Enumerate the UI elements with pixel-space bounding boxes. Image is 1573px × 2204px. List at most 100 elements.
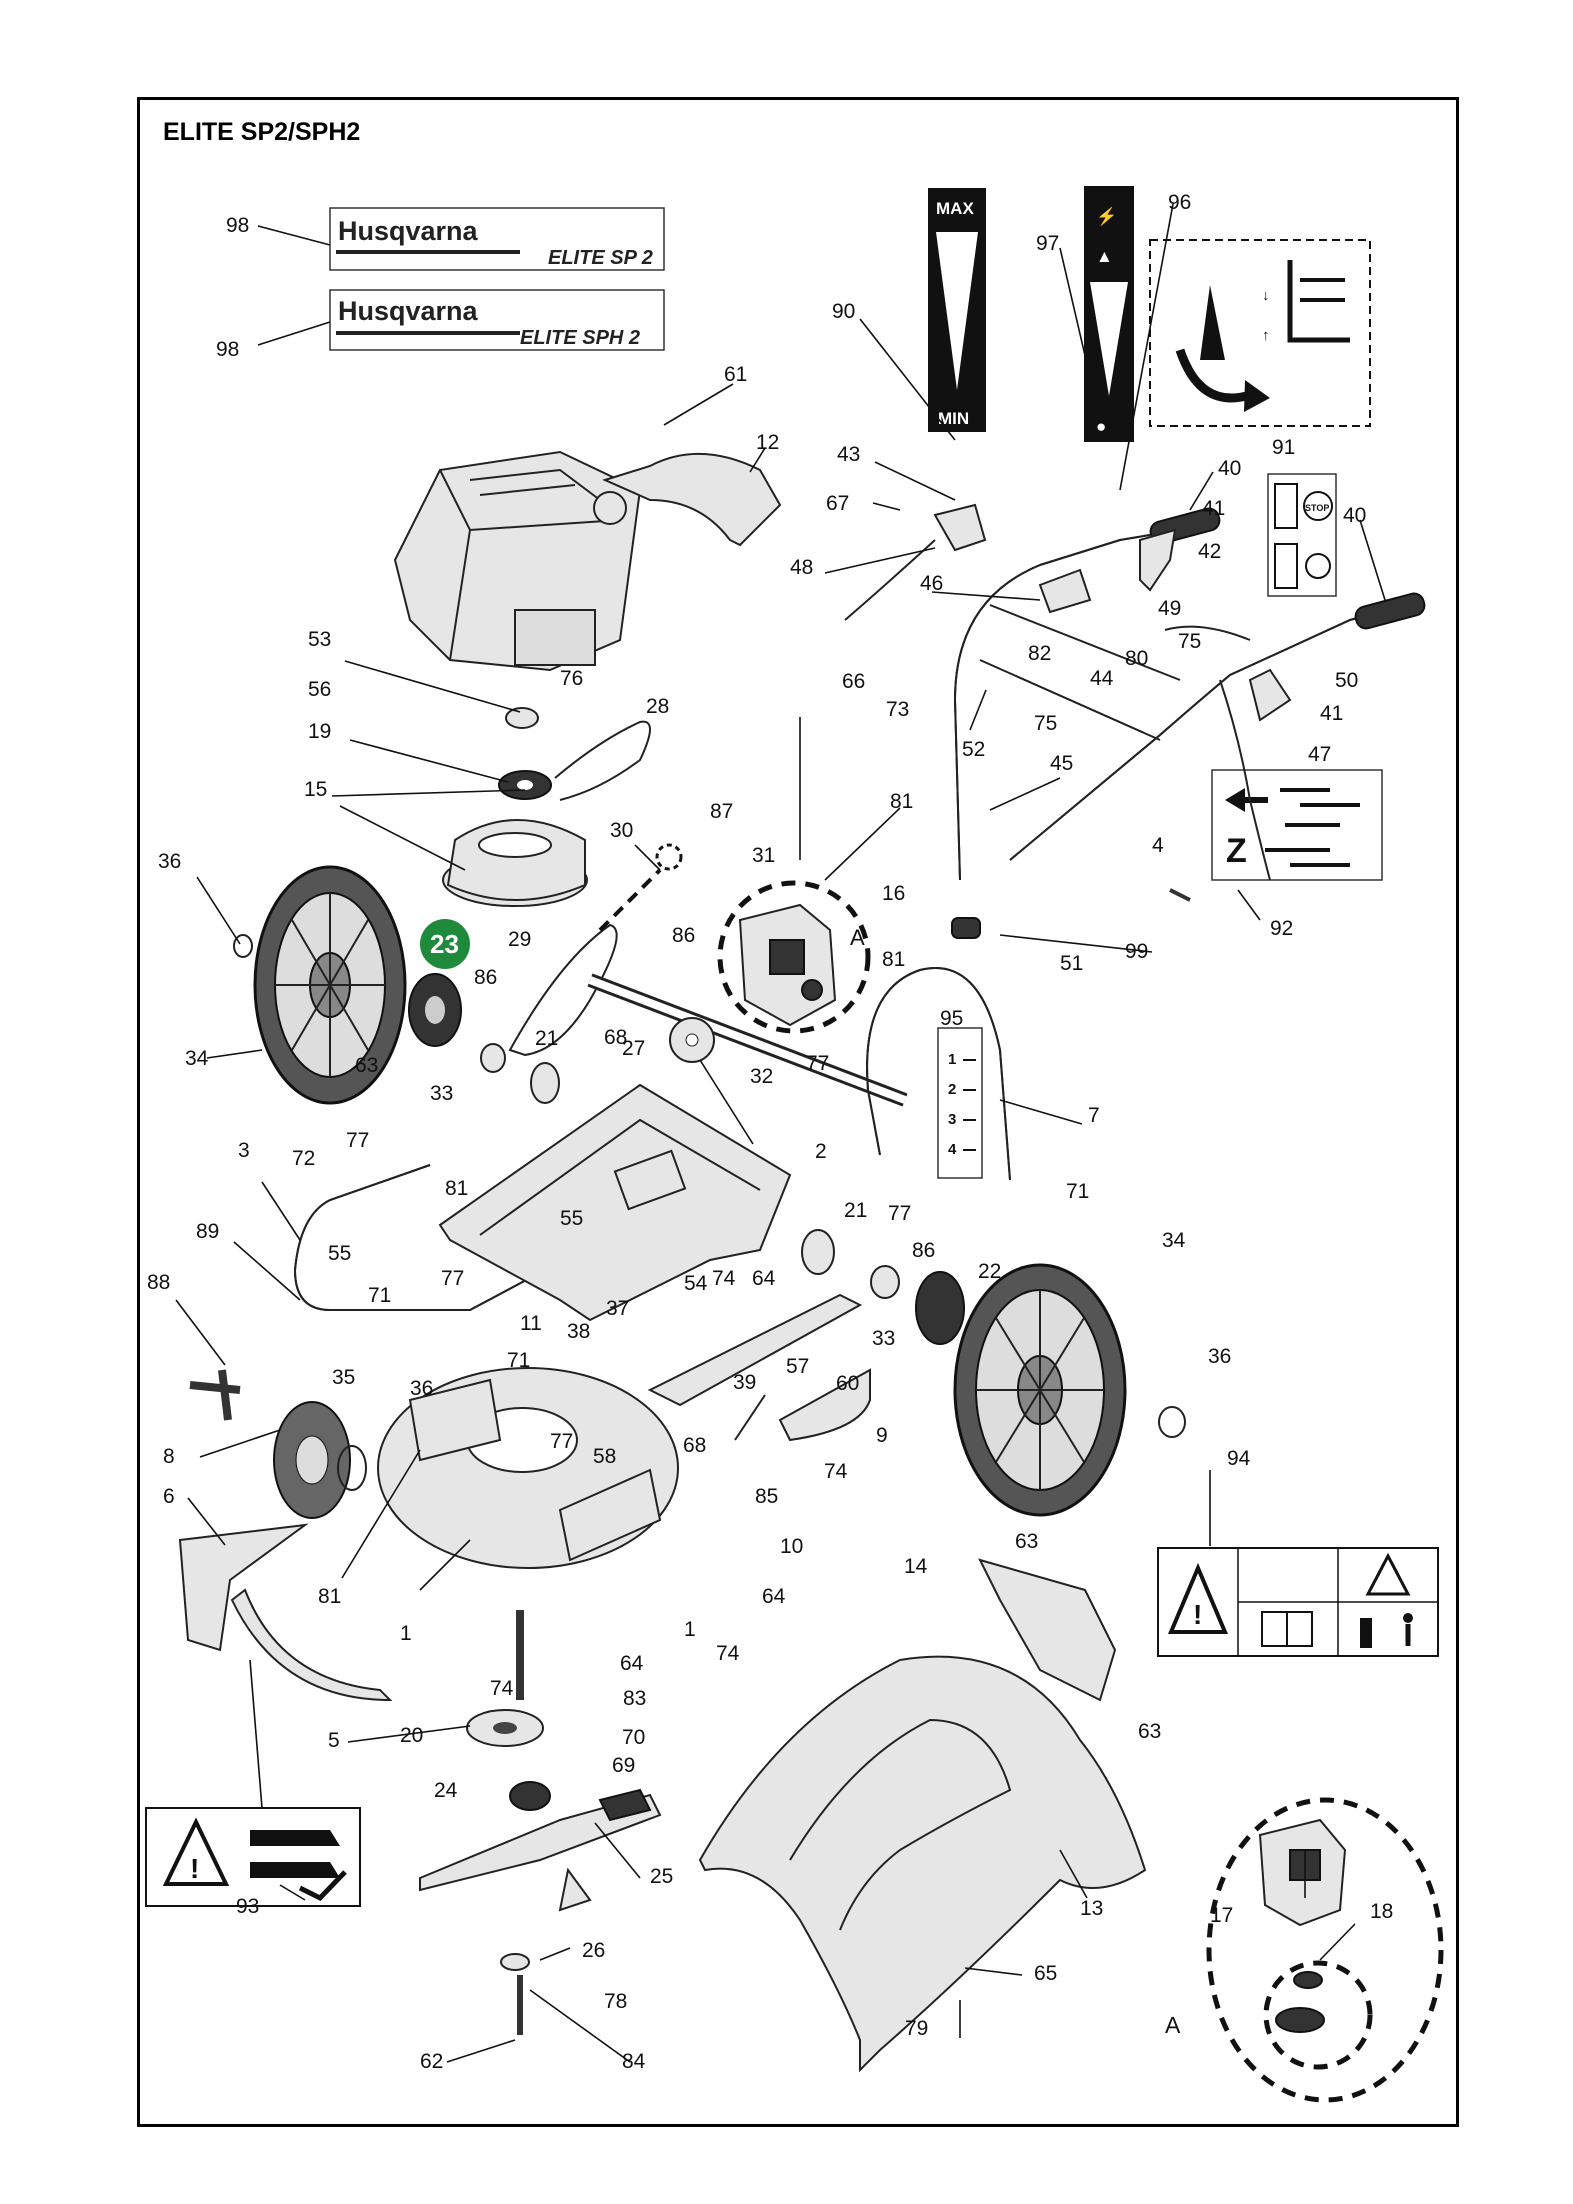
callout: 60 <box>836 1372 859 1395</box>
callout: 40 <box>1218 457 1241 480</box>
drawing-frame <box>137 97 1459 2127</box>
callout: 93 <box>236 1895 259 1918</box>
decal-steps: 1 2 3 4 <box>937 1027 983 1179</box>
drive-axle <box>587 973 908 1107</box>
callout: 16 <box>882 882 905 905</box>
callout: 17 <box>1210 1904 1233 1927</box>
callout: 36 <box>410 1377 433 1400</box>
callout: 36 <box>1208 1345 1231 1368</box>
speed-icon: ⚡ <box>1096 206 1117 227</box>
rear-flap <box>978 1558 1117 1702</box>
highlight-badge: 23 <box>420 919 470 969</box>
n-symbol-icon: Z <box>1226 832 1247 870</box>
callout: 33 <box>872 1327 895 1350</box>
step-4: 4 <box>948 1141 957 1158</box>
callout: 33 <box>430 1082 453 1105</box>
speed-lever-46 <box>1038 568 1092 614</box>
callout: 57 <box>786 1355 809 1378</box>
hare-icon: ▲ <box>1096 247 1113 266</box>
stop-text: STOP <box>1305 503 1329 513</box>
callout: 58 <box>593 1445 616 1468</box>
callout: 75 <box>1034 712 1057 735</box>
decal-warning-panel: ! <box>1157 1547 1439 1657</box>
callout: 62 <box>420 2050 443 2073</box>
callout: 74 <box>824 1460 848 1483</box>
callout: 91 <box>1272 436 1295 459</box>
handle <box>953 534 1396 881</box>
callout: 90 <box>832 300 855 323</box>
callout: 21 <box>535 1027 558 1050</box>
callout: 54 <box>684 1272 708 1295</box>
callout: 85 <box>755 1485 778 1508</box>
callout: 64 <box>752 1267 776 1290</box>
callout: 40 <box>1343 504 1366 527</box>
pulley-stack <box>498 707 651 801</box>
callout: 80 <box>1125 647 1148 670</box>
callout: 26 <box>582 1939 605 1962</box>
callout: 41 <box>1320 702 1343 725</box>
callout: 43 <box>837 443 860 466</box>
gearbox <box>717 880 871 1034</box>
callout: 64 <box>762 1585 786 1608</box>
callout: 32 <box>750 1065 773 1088</box>
callout: 55 <box>328 1242 351 1265</box>
drawing-title: ELITE SP2/SPH2 <box>163 118 361 146</box>
callout: 45 <box>1050 752 1073 775</box>
callout: 81 <box>890 790 913 813</box>
decal-speed: ⚡ ▲ ● <box>1084 186 1134 442</box>
engine <box>393 450 642 672</box>
callout: 12 <box>756 431 779 454</box>
callout: 36 <box>158 850 181 873</box>
callout: 88 <box>147 1271 170 1294</box>
callout: 28 <box>646 695 669 718</box>
top-cover <box>698 1655 1147 2073</box>
callout: 7 <box>1088 1104 1100 1127</box>
bail-clip <box>951 917 981 939</box>
callout: 47 <box>1308 743 1331 766</box>
heat-shield <box>602 452 782 547</box>
callout: 63 <box>1138 1720 1161 1743</box>
skid-plate <box>230 1588 393 1702</box>
callout: 63 <box>1015 1530 1038 1553</box>
spring <box>734 1394 766 1441</box>
callout: 42 <box>1198 540 1221 563</box>
callout: 24 <box>434 1779 458 1802</box>
callout: 77 <box>441 1267 464 1290</box>
callout: 78 <box>604 1990 627 2013</box>
callout: 14 <box>904 1555 928 1578</box>
callout: 30 <box>610 819 633 842</box>
callout: 86 <box>912 1239 935 1262</box>
callout: 1 <box>400 1622 412 1645</box>
callout: 86 <box>474 966 497 989</box>
callout: 75 <box>1178 630 1201 653</box>
callout: 37 <box>606 1297 629 1320</box>
callout: 86 <box>672 924 695 947</box>
callout: 31 <box>752 844 775 867</box>
callout: 56 <box>308 678 331 701</box>
brake-cable <box>1164 625 1251 641</box>
callout: 81 <box>882 948 905 971</box>
callout: 77 <box>346 1129 369 1152</box>
step-3: 3 <box>948 1111 956 1128</box>
callout: 81 <box>445 1177 468 1200</box>
callout: 77 <box>888 1202 911 1225</box>
callout: 98 <box>216 338 239 361</box>
callout: 92 <box>1270 917 1293 940</box>
callout: 69 <box>612 1754 635 1777</box>
washer-left <box>233 934 253 958</box>
blade-assembly <box>419 1610 662 2035</box>
callout: 10 <box>780 1535 803 1558</box>
callout: 38 <box>567 1320 590 1343</box>
hub-gear <box>408 973 462 1047</box>
drive-lever <box>1248 668 1292 722</box>
grip-right <box>1354 592 1426 630</box>
rear-wheel-right <box>953 1263 1127 1517</box>
callout: 63 <box>355 1054 378 1077</box>
callout: 4 <box>1152 834 1164 857</box>
decal-model-sp2-text: ELITE SP 2 <box>548 247 653 269</box>
rear-wheel-left <box>253 865 407 1105</box>
callout: 18 <box>1370 1900 1393 1923</box>
callout: 21 <box>844 1199 867 1222</box>
callout: 84 <box>622 2050 646 2073</box>
decal-elite-sph2: Husqvarna ELITE SPH 2 <box>329 289 665 351</box>
